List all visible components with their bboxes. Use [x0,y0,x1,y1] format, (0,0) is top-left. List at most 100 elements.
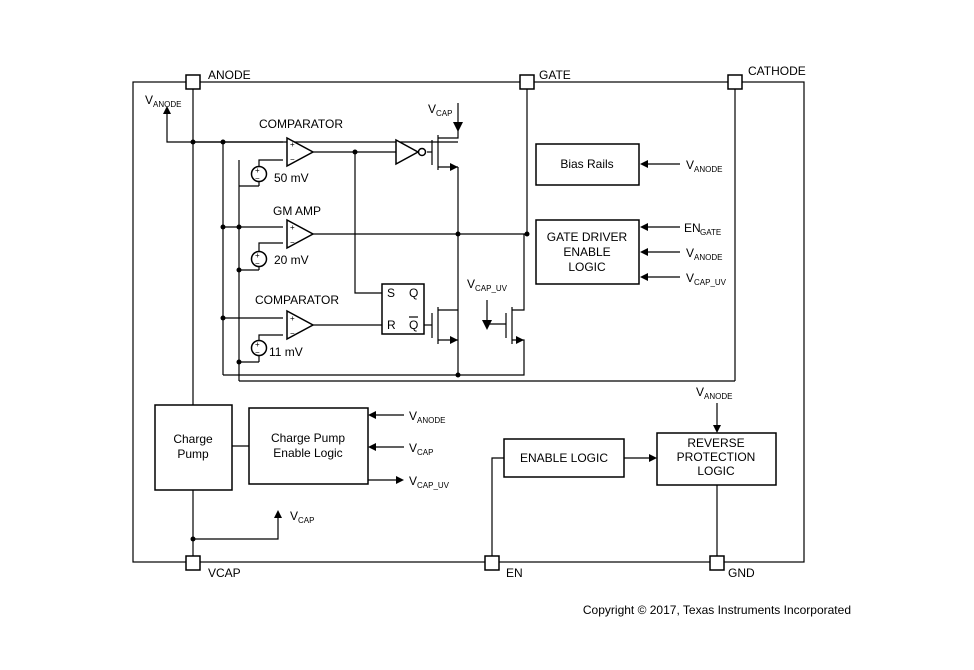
svg-text:V: V [428,102,436,116]
junction-dots [190,139,530,542]
svg-text:CAP: CAP [298,516,314,525]
svg-text:−: − [290,238,295,247]
reverse-label-2: PROTECTION [677,450,756,464]
svg-text:S: S [387,286,395,300]
pin-cathode [727,74,743,90]
signal-vcap-top: V CAP [428,102,452,118]
svg-text:+: + [255,166,260,175]
copyright-text: Copyright © 2017, Texas Instruments Inco… [583,603,851,617]
inverter-symbol [395,138,427,166]
pin-en [484,555,500,571]
svg-text:CAP_UV: CAP_UV [694,278,727,287]
svg-text:ANODE: ANODE [153,100,181,109]
pin-anode [185,74,201,90]
source-50mv: + − [250,165,268,183]
signal-vanode-reverse: V ANODE [696,385,732,401]
signal-vcap-cp: V CAP [409,441,433,457]
gm-amp-label: GM AMP [273,204,321,218]
gate-driver-block [535,219,640,285]
comparator-bottom-label: COMPARATOR [255,293,339,307]
charge-pump-block [154,404,233,491]
signal-vcap-uv-gate: V CAP_UV [686,271,727,287]
pin-gnd [709,555,725,571]
source-11mv: + − [250,339,268,357]
reverse-label-1: REVERSE [687,436,744,450]
svg-text:ANODE: ANODE [694,165,722,174]
svg-text:V: V [686,271,694,285]
svg-text:−: − [255,259,260,268]
gate-driver-label-2: ENABLE [563,245,610,259]
reverse-protection-block [656,432,777,486]
charge-pump-label-2: Pump [177,447,209,461]
svg-text:−: − [290,329,295,338]
reverse-label-3: LOGIC [697,464,735,478]
svg-text:CAP_UV: CAP_UV [475,284,508,293]
svg-text:−: − [255,348,260,357]
svg-text:V: V [467,277,475,291]
pin-label-anode: ANODE [208,68,251,82]
bias-rails-label: Bias Rails [560,157,613,171]
enable-logic-block [503,438,625,478]
svg-text:ANODE: ANODE [704,392,732,401]
svg-text:CAP_UV: CAP_UV [417,481,450,490]
bias-rails-block [535,143,640,186]
signal-vanode-gate: V ANODE [686,246,722,262]
signal-vanode-bias: V ANODE [686,158,722,174]
svg-text:Q: Q [409,286,418,300]
svg-text:CAP: CAP [417,448,433,457]
svg-text:ANODE: ANODE [694,253,722,262]
pin-vcap [185,555,201,571]
enable-logic-label: ENABLE LOGIC [520,451,608,465]
gate-driver-label-3: LOGIC [568,260,606,274]
svg-text:V: V [696,385,704,399]
wires [163,89,736,556]
chip-boundary [132,81,805,563]
comparator-bottom-symbol: + − [286,309,315,341]
source-11mv-label: 11 mV [269,345,303,359]
comparator-top-label: COMPARATOR [259,117,343,131]
svg-text:V: V [290,509,298,523]
cp-enable-label-1: Charge Pump [271,431,345,445]
gate-driver-label-1: GATE DRIVER [547,230,628,244]
signal-vanode-top: V ANODE [145,93,181,109]
pin-label-cathode: CATHODE [748,64,806,78]
svg-text:+: + [290,140,295,149]
svg-text:+: + [290,314,295,323]
pin-label-vcap: VCAP [208,566,241,580]
pin-gate [519,74,535,90]
comparator-top-symbol: + − [286,136,315,168]
signal-vcap-bottom: V CAP [290,509,314,525]
source-20mv: + − [250,250,268,268]
svg-text:EN: EN [684,221,701,235]
cp-enable-label-2: Enable Logic [273,446,342,460]
sr-flipflop: S Q R Q [381,283,425,335]
source-50mv-label: 50 mV [274,171,309,185]
signal-vcap-uv-mid: V CAP_UV [467,277,508,293]
svg-text:+: + [290,223,295,232]
svg-text:V: V [409,474,417,488]
svg-text:+: + [255,251,260,260]
pin-label-en: EN [506,566,523,580]
svg-text:V: V [686,246,694,260]
svg-text:R: R [387,318,396,332]
pin-label-gnd: GND [728,566,755,580]
svg-text:−: − [255,174,260,183]
gm-amp-symbol: + − [286,218,315,250]
svg-text:V: V [686,158,694,172]
charge-pump-label-1: Charge [173,432,213,446]
source-20mv-label: 20 mV [274,253,309,267]
svg-text:ANODE: ANODE [417,416,445,425]
pin-label-gate: GATE [539,68,571,82]
svg-text:Q: Q [409,318,418,332]
svg-text:V: V [409,441,417,455]
signal-vcap-uv-cp: V CAP_UV [409,474,450,490]
svg-text:CAP: CAP [436,109,452,118]
svg-text:V: V [409,409,417,423]
svg-text:−: − [290,155,295,164]
signal-en-gate: EN GATE [684,221,721,237]
svg-text:GATE: GATE [700,228,721,237]
svg-text:V: V [145,93,153,107]
svg-text:+: + [255,340,260,349]
cp-enable-block [248,407,369,485]
